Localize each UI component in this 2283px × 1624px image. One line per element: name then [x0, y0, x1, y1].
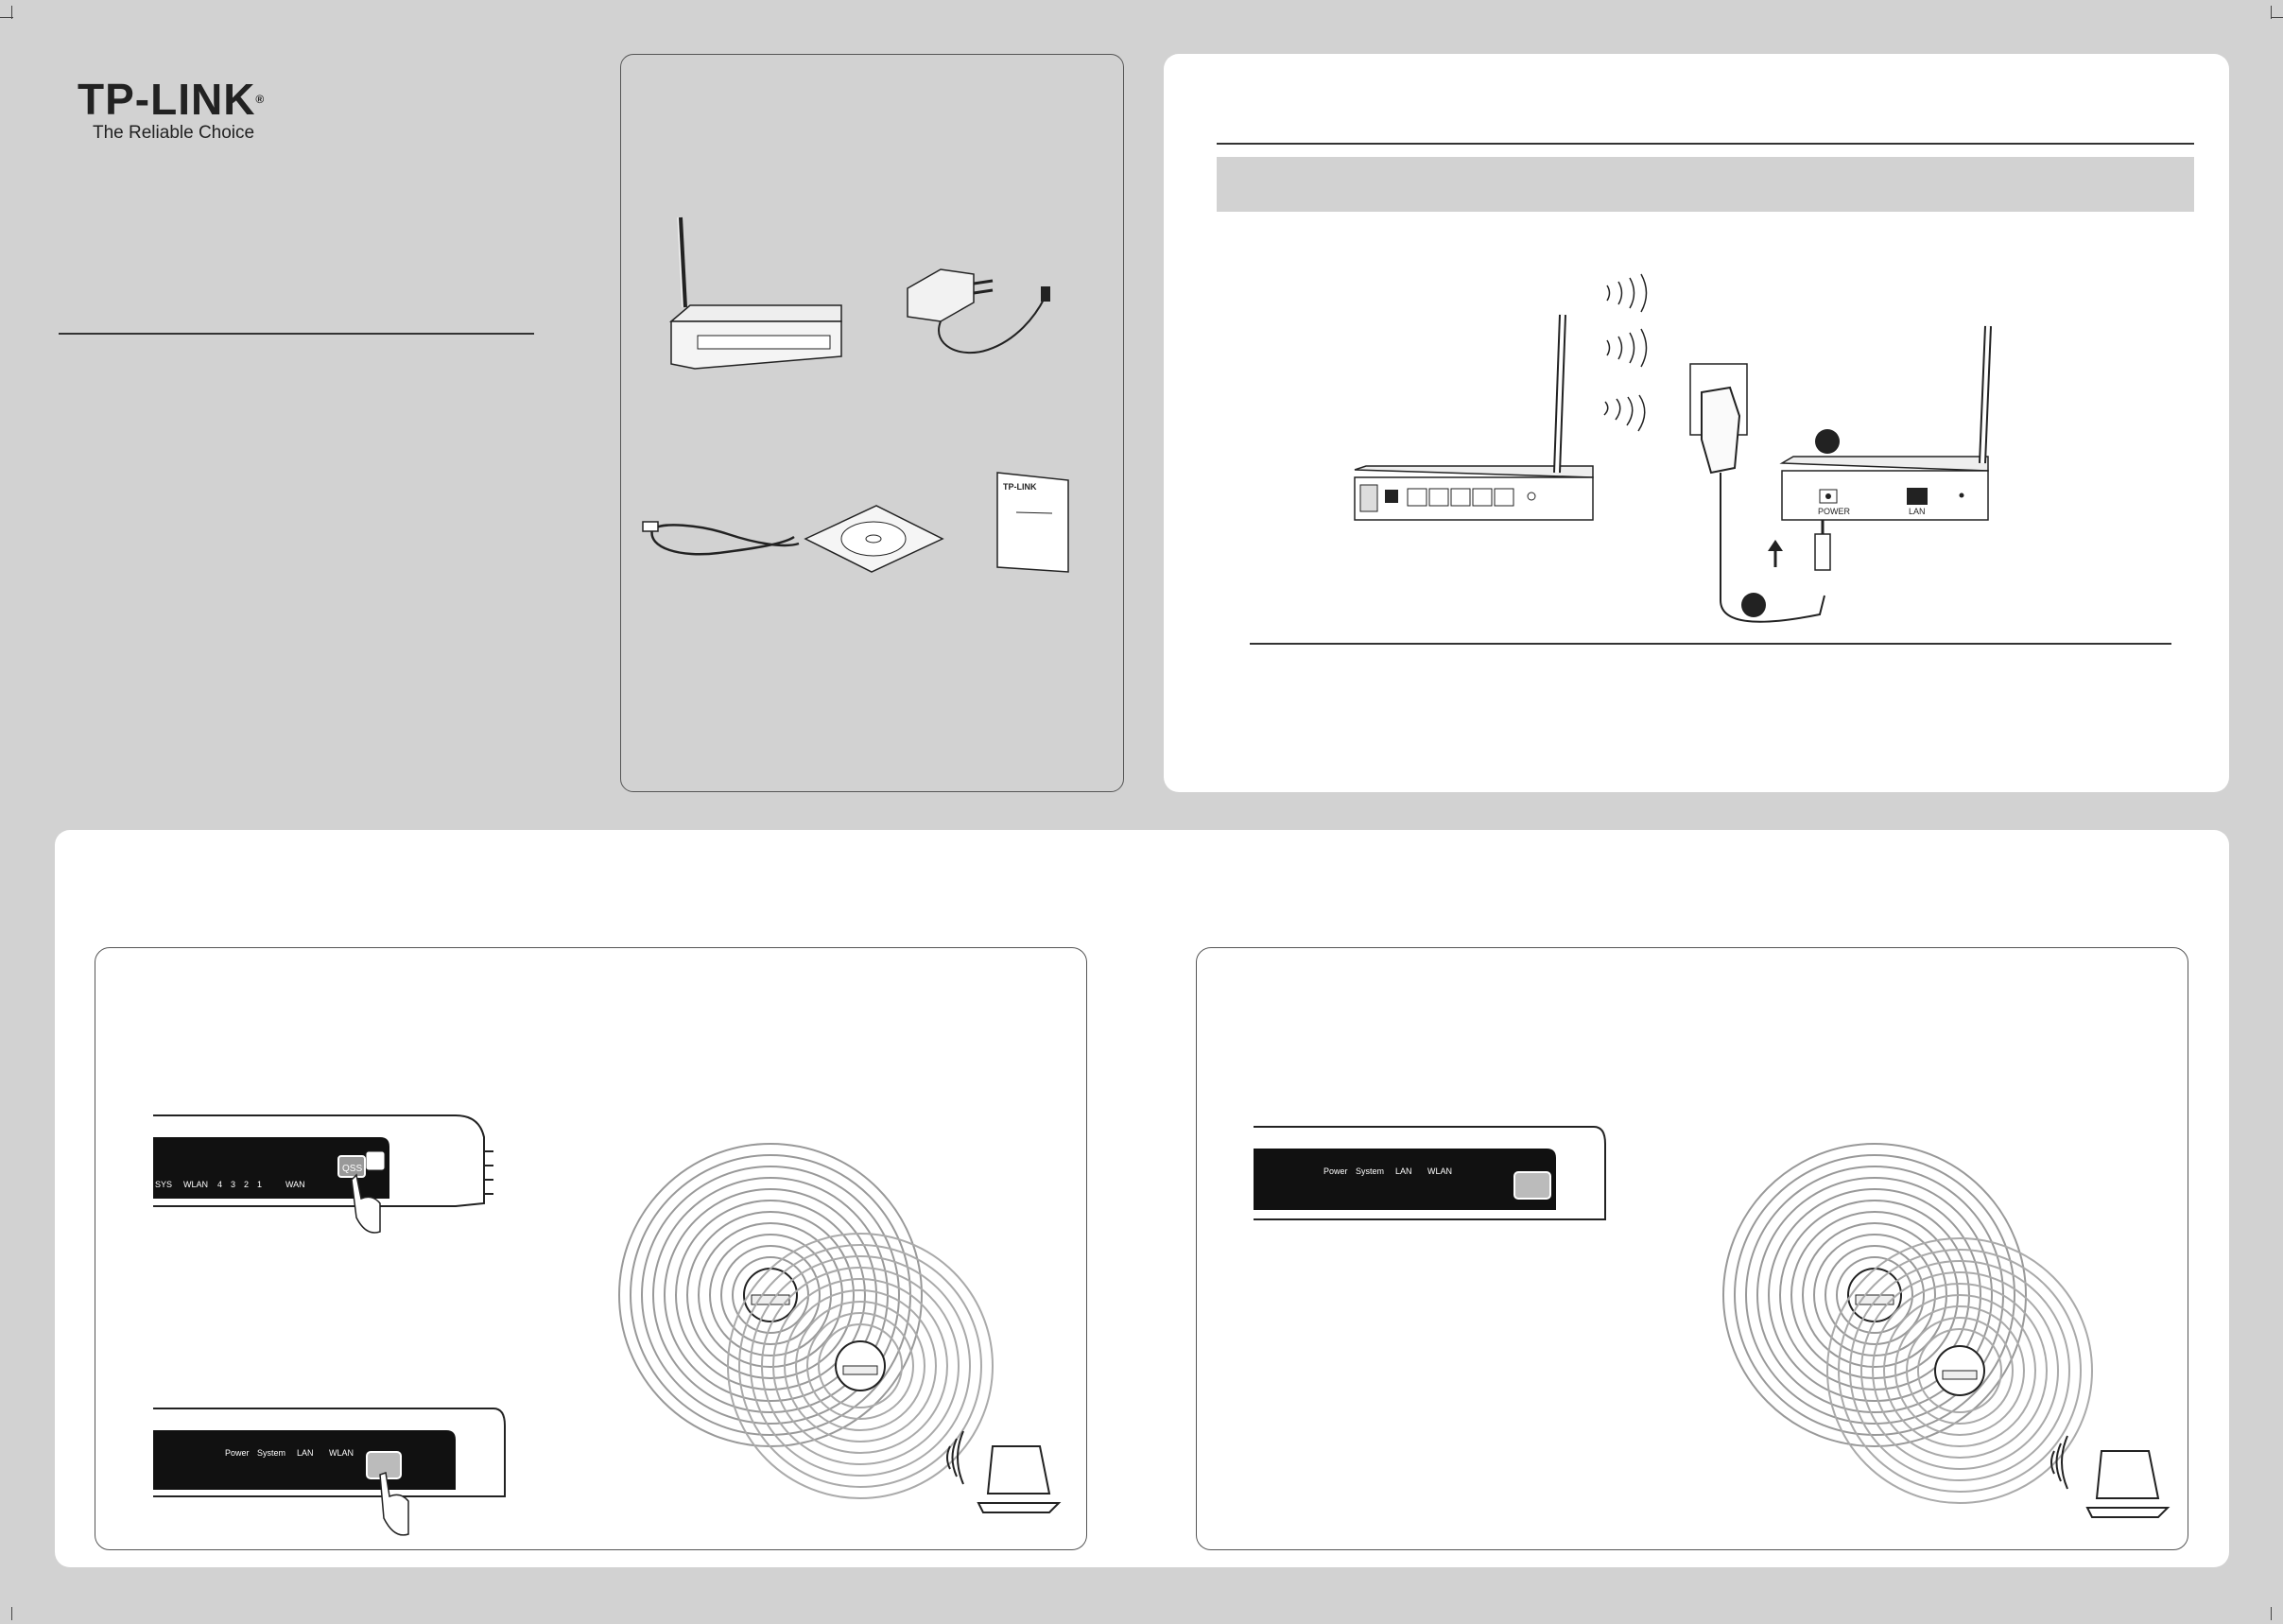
- signal-rings-icon: [1722, 1143, 2171, 1518]
- ethernet-cable-icon: [642, 521, 800, 556]
- cd-icon: [804, 505, 944, 573]
- router-front-panel-b: Power System LAN WLAN: [153, 1408, 506, 1536]
- crop-mark: [0, 17, 13, 18]
- router-icon: [1855, 1294, 1894, 1305]
- led-label: LAN: [1395, 1166, 1412, 1176]
- led-label: WAN: [285, 1180, 305, 1189]
- led-label: WLAN: [183, 1180, 208, 1189]
- cover-divider: [59, 333, 534, 335]
- led-label: System: [257, 1448, 285, 1458]
- crop-mark: [11, 1607, 12, 1620]
- power-adapter-icon: [1689, 363, 1831, 623]
- hand-press-icon: [351, 1173, 381, 1234]
- router-back-icon: POWER LAN: [1779, 325, 1992, 521]
- led-label: System: [1356, 1166, 1384, 1176]
- router-icon: [842, 1365, 878, 1375]
- method-panel-right: [1196, 947, 2188, 1550]
- manual-icon: TP-LINK: [996, 472, 1069, 573]
- led-label: WLAN: [1427, 1166, 1452, 1176]
- router-icon: [668, 216, 842, 370]
- power-adapter-icon: [907, 268, 1050, 354]
- crop-mark: [11, 6, 12, 19]
- lan-port-label: LAN: [1909, 507, 1926, 516]
- power-port-label: POWER: [1818, 507, 1851, 516]
- led-label: 4: [217, 1180, 222, 1189]
- laptop-icon: [2085, 1450, 2171, 1518]
- led-label: Power: [225, 1448, 250, 1458]
- led-label: 3: [231, 1180, 235, 1189]
- led-label: 2: [244, 1180, 249, 1189]
- led-label: SYS: [155, 1180, 172, 1189]
- router-front-panel-a: SYS WLAN 4 3 2 1 WAN QSS: [153, 1114, 493, 1234]
- diagram-rule: [1250, 643, 2171, 645]
- led-label: LAN: [297, 1448, 314, 1458]
- registered-mark: ®: [255, 93, 266, 106]
- package-contents-panel: [620, 54, 1124, 792]
- brand-tagline: The Reliable Choice: [93, 123, 255, 143]
- crop-mark: [2271, 17, 2283, 18]
- step-marker-1: [1815, 429, 1840, 454]
- router-front-panel-c: Power System LAN WLAN: [1254, 1126, 1606, 1220]
- router-rear-icon: [1354, 314, 1594, 521]
- hand-press-icon: [379, 1472, 409, 1536]
- manual-brand: TP-LINK: [1003, 482, 1037, 492]
- step-marker-2: [1741, 593, 1766, 617]
- wps-button[interactable]: [1513, 1171, 1551, 1200]
- crop-mark: [2271, 6, 2272, 19]
- led-label: Power: [1323, 1166, 1348, 1176]
- laptop-icon: [977, 1445, 1062, 1513]
- led-label: 1: [257, 1180, 262, 1189]
- signal-rings-icon: [618, 1143, 1062, 1513]
- led-label: WLAN: [329, 1448, 354, 1458]
- section-rule: [1217, 143, 2194, 145]
- brand-name: TP-LINK: [78, 75, 256, 124]
- wifi-waves-icon: [1603, 273, 1648, 432]
- brand-logo: TP-LINK® The Reliable Choice: [78, 78, 265, 144]
- crop-mark: [2271, 1607, 2272, 1620]
- section-header-bar: [1217, 157, 2194, 212]
- router-icon: [1942, 1370, 1978, 1380]
- qss-button[interactable]: [337, 1155, 366, 1178]
- qss-button-label: QSS: [342, 1164, 362, 1174]
